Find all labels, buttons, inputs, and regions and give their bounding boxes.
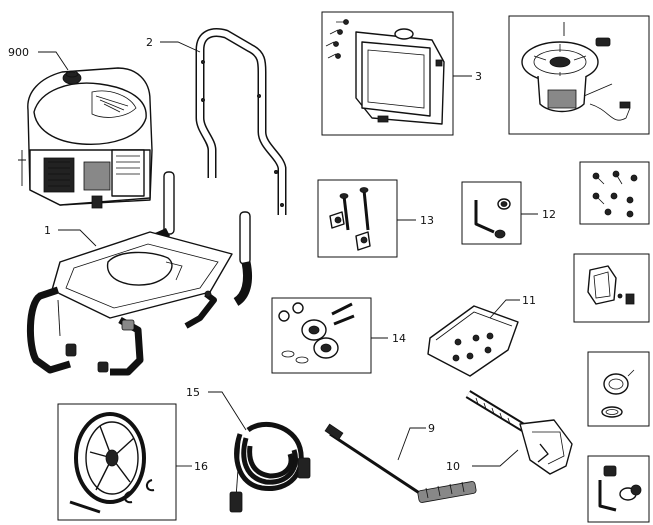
bearings-part[interactable] [278,302,355,364]
fitting-part[interactable] [598,465,642,512]
label-15: 15 [186,386,200,399]
handle-part[interactable] [195,28,287,215]
label-1: 1 [44,224,51,237]
part-12-box [461,181,522,245]
hose-part[interactable] [229,421,311,513]
cap-part[interactable] [601,369,635,418]
wand-part[interactable] [324,423,477,503]
label-12: 12 [542,208,556,221]
label-16: 16 [194,460,208,473]
label-14: 14 [392,332,406,345]
bolts-part[interactable] [329,187,371,251]
spray-gun-part[interactable] [465,390,573,475]
control-panel-part[interactable] [325,19,445,125]
hardware-bag-part[interactable] [427,305,519,377]
label-10: 10 [446,460,460,473]
label-900: 900 [8,46,29,59]
label-13: 13 [420,214,434,227]
pump-part[interactable] [521,22,631,121]
fitting-12-part[interactable] [474,198,511,239]
wheel-part[interactable] [69,412,155,514]
engine-part[interactable] [18,67,153,209]
label-2: 2 [146,36,153,49]
label-9: 9 [428,422,435,435]
bracket-part[interactable] [587,265,635,305]
frame-part[interactable] [26,171,253,376]
bracket-box [573,253,650,323]
hardware-part[interactable] [592,170,638,218]
label-3: 3 [475,70,482,83]
label-11: 11 [522,294,536,307]
